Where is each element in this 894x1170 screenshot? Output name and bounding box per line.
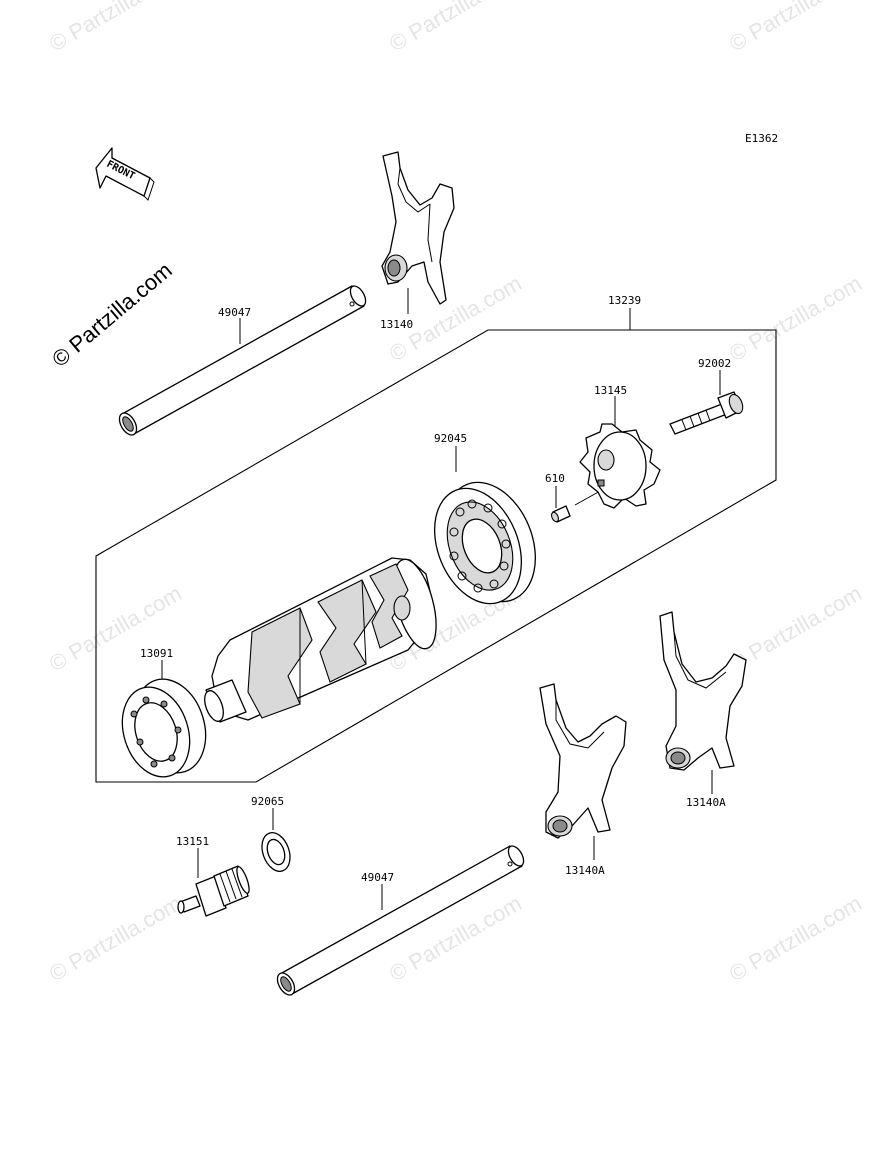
- shift-drum: [204, 557, 437, 723]
- pin: [551, 505, 571, 523]
- part-number-shaft-upper: 49047: [218, 306, 251, 319]
- leader-lines: [161, 288, 721, 910]
- fork-lower-left: [539, 683, 627, 839]
- washer: [261, 832, 291, 872]
- part-number-drum-bearing: 13091: [140, 647, 173, 660]
- bolt: [669, 391, 744, 435]
- shaft-lower: [276, 845, 525, 996]
- part-number-bolt: 92002: [698, 357, 731, 370]
- part-number-fork-lower-right: 13140A: [686, 796, 726, 809]
- drum-bearing: [121, 678, 207, 778]
- part-labels: 49047 13140 13239 92002 13145 92045 610 …: [140, 294, 731, 884]
- part-number-pin: 610: [545, 472, 565, 485]
- watermark: © Partzilla.com: [45, 891, 186, 987]
- watermark: © Partzilla.com: [45, 0, 186, 56]
- part-number-fork-upper: 13140: [380, 318, 413, 331]
- fork-upper: [381, 151, 455, 305]
- watermark: © Partzilla.com: [385, 0, 526, 56]
- assembly-frame: [95, 329, 777, 783]
- part-number-drum-assy: 13239: [608, 294, 641, 307]
- front-arrow: FRONT: [95, 147, 155, 201]
- star-plate: [579, 423, 661, 509]
- brand-stamp: © Partzilla.com: [47, 257, 177, 371]
- watermark: © Partzilla.com: [725, 891, 866, 987]
- watermark: © Partzilla.com: [725, 0, 866, 56]
- fork-lower-right: [659, 611, 747, 771]
- part-number-star-plate: 13145: [594, 384, 627, 397]
- part-number-shaft-lower: 49047: [361, 871, 394, 884]
- watermark: © Partzilla.com: [45, 581, 186, 677]
- shaft-upper: [118, 285, 367, 436]
- neutral-switch: [177, 865, 250, 917]
- watermark: © Partzilla.com: [725, 271, 866, 367]
- part-number-switch: 13151: [176, 835, 209, 848]
- part-number-bearing: 92045: [434, 432, 467, 445]
- diagram-code: E1362: [745, 132, 778, 145]
- bearing: [433, 481, 536, 605]
- part-number-washer: 92065: [251, 795, 284, 808]
- part-number-fork-lower-left: 13140A: [565, 864, 605, 877]
